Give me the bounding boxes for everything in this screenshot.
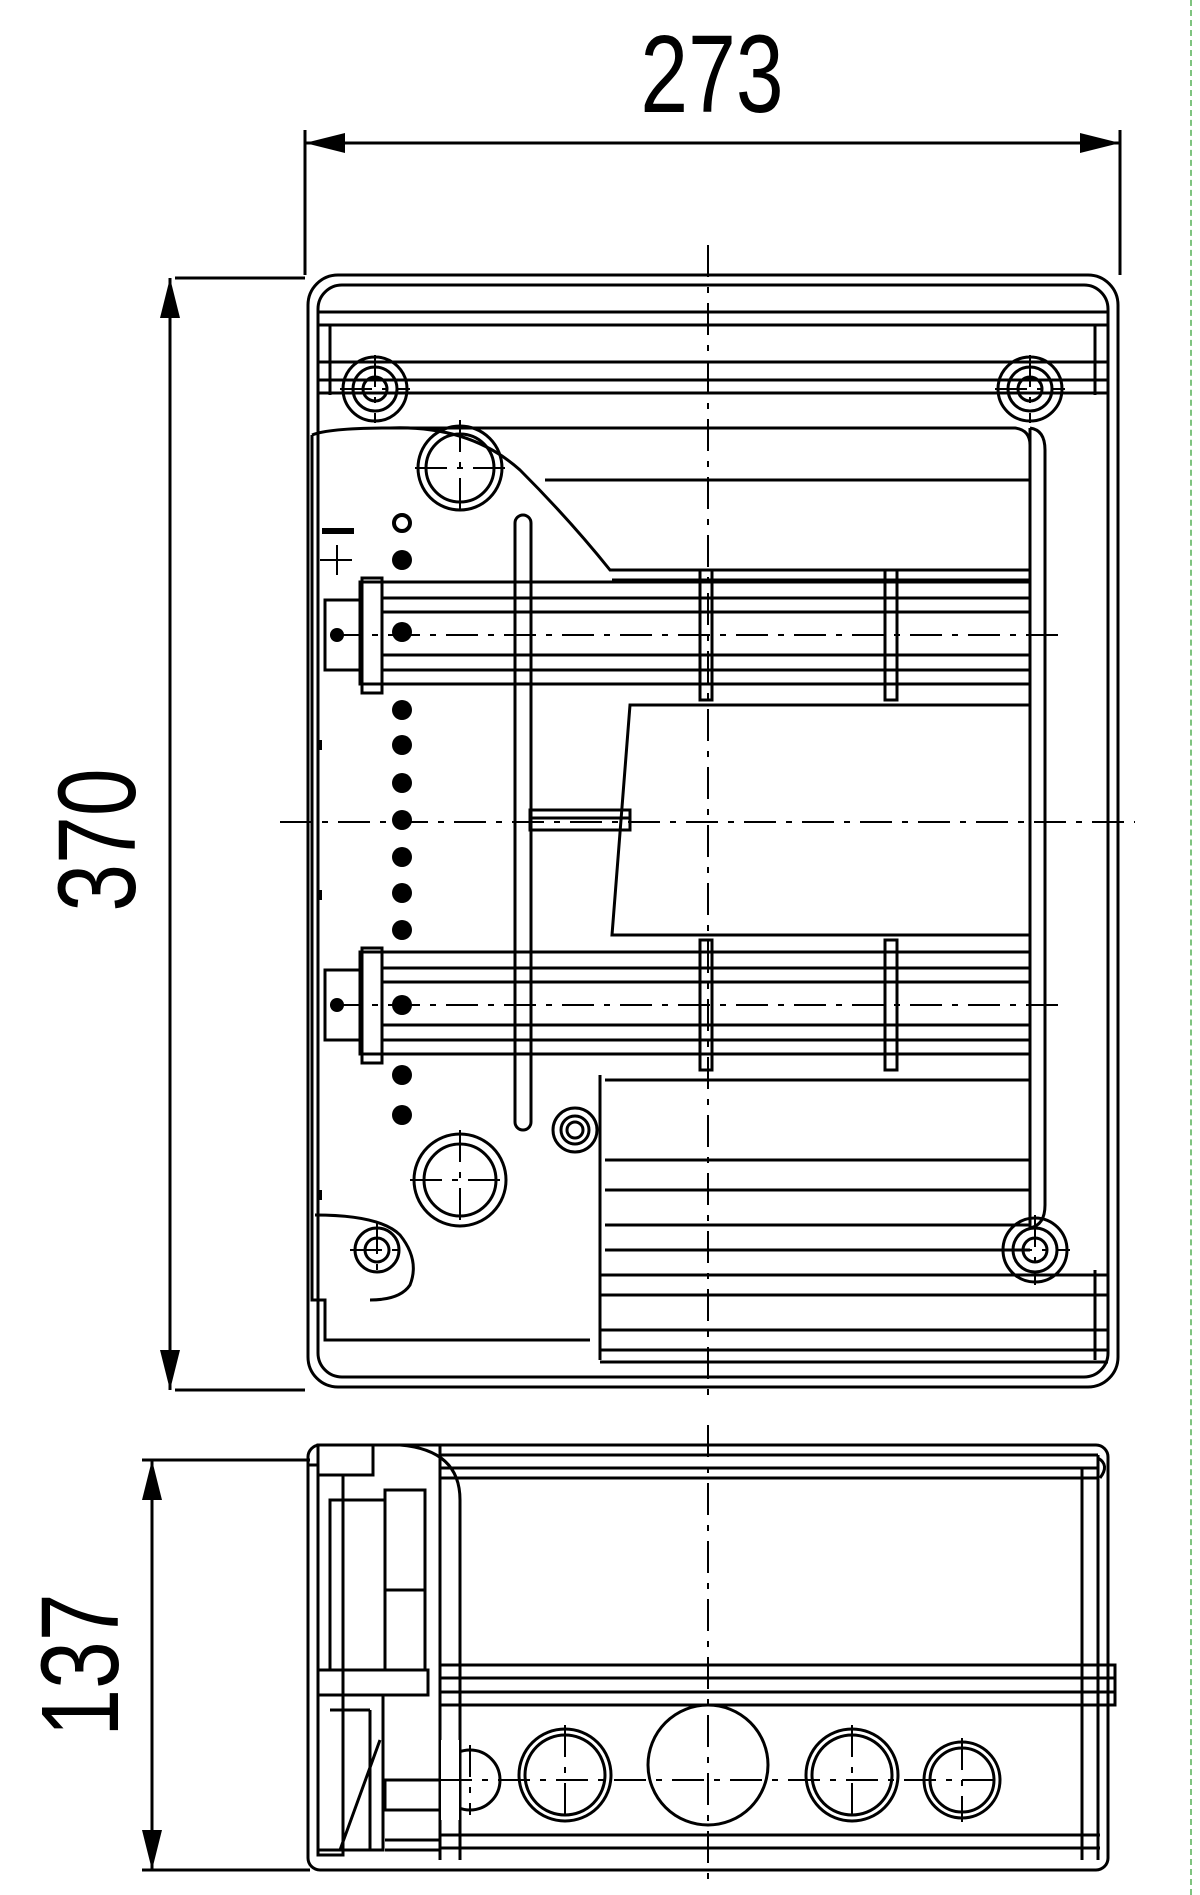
door-profile (399, 1443, 462, 1860)
din-rail-bottom (323, 946, 1032, 1065)
center-lines-front (280, 245, 1135, 1395)
housing-outer (306, 273, 1120, 1389)
page-edge-marker (1190, 0, 1200, 1895)
depth-dimension (142, 1458, 310, 1872)
housing-inner (316, 283, 1110, 1379)
small-screw (551, 1106, 599, 1154)
label-panel (610, 703, 1032, 937)
terminal-dots (317, 513, 412, 1200)
front-view (306, 273, 1120, 1389)
height-dimension (160, 276, 305, 1392)
width-label: 273 (640, 13, 783, 136)
cover-panel (389, 426, 1032, 572)
center-lines-side (440, 1425, 1000, 1880)
depth-label: 137 (19, 1593, 142, 1736)
height-label: 370 (36, 768, 159, 911)
side-view (306, 1443, 1117, 1872)
width-dimension (303, 130, 1122, 275)
